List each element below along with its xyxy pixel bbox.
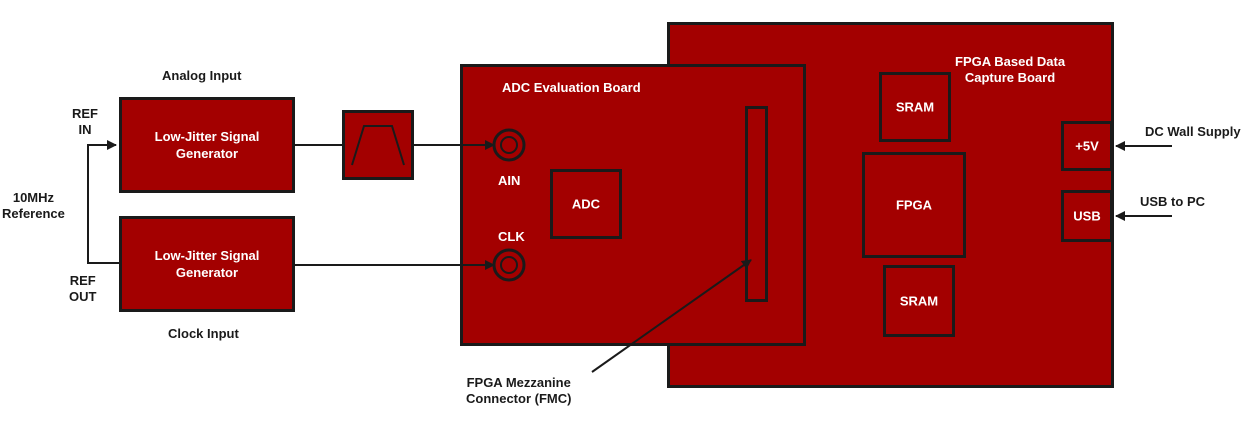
fpga-chip-block: FPGA [862, 152, 966, 258]
adc-chip-block: ADC [550, 169, 622, 239]
filter-symbol [351, 125, 405, 166]
sram-bottom-label: SRAM [899, 293, 939, 309]
usb-to-pc-label: USB to PC [1140, 194, 1205, 209]
sram-top-block: SRAM [879, 72, 951, 142]
dc-wall-supply-label: DC Wall Supply [1145, 124, 1241, 139]
sram-top-label: SRAM [895, 99, 935, 115]
ten-mhz-reference-label: 10MHz Reference [2, 190, 65, 221]
clk-connector-inner [500, 256, 518, 274]
adc-board-title: ADC Evaluation Board [502, 80, 641, 95]
usb-label: USB [1073, 208, 1101, 224]
signal-generator-clock-label: Low-Jitter Signal Generator [154, 248, 260, 280]
plus5v-label: +5V [1075, 138, 1099, 154]
plus5v-block: +5V [1061, 121, 1113, 171]
ain-label: AIN [498, 173, 521, 188]
usb-block: USB [1061, 190, 1113, 242]
adc-chip-label: ADC [571, 196, 601, 212]
wire-ref-loop [87, 140, 119, 264]
fmc-connector [745, 106, 768, 302]
ref-out-label: REF OUT [69, 273, 97, 304]
clk-label: CLK [498, 229, 525, 244]
bandpass-filter [342, 110, 414, 180]
signal-generator-analog-label: Low-Jitter Signal Generator [154, 129, 260, 161]
fpga-chip-label: FPGA [895, 197, 933, 213]
fpga-board-title: FPGA Based Data Capture Board [955, 54, 1066, 85]
ref-in-label: REF IN [72, 106, 98, 137]
signal-generator-analog: Low-Jitter Signal Generator [119, 97, 295, 193]
fmc-pointer-arrow [591, 259, 752, 373]
ain-connector-inner [500, 136, 518, 154]
clock-input-label: Clock Input [168, 326, 239, 341]
sram-bottom-block: SRAM [883, 265, 955, 337]
analog-input-label: Analog Input [162, 68, 242, 83]
signal-generator-clock: Low-Jitter Signal Generator [119, 216, 295, 312]
fmc-label: FPGA Mezzanine Connector (FMC) [466, 375, 572, 406]
